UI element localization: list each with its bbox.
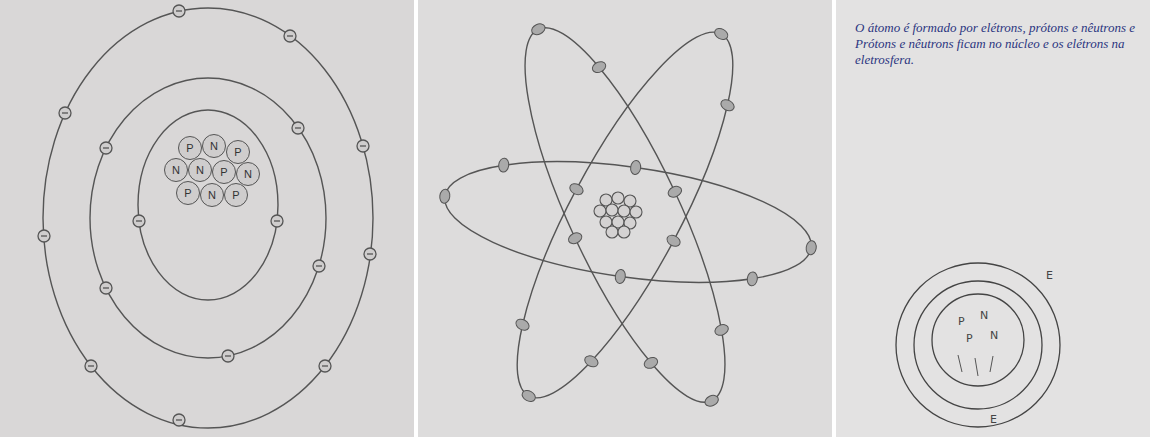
nucleon-circle: P (176, 181, 200, 205)
nucleon-circle: P (212, 160, 236, 184)
nucleon-letter: P (234, 147, 241, 158)
orbit-ellipses (431, 0, 825, 432)
nucleon-letter: P (186, 143, 193, 154)
nucleon-letter: N (210, 141, 218, 152)
nucleon-letter: P (220, 167, 227, 178)
nucleon-circle: N (236, 162, 260, 186)
proton-letter: P (966, 333, 973, 344)
orbit-rings (896, 263, 1060, 427)
nucleon-circle: N (188, 158, 212, 182)
nucleon-letter: N (196, 165, 204, 176)
nucleon-circle: P (178, 136, 202, 160)
nucleon-letter: P (232, 190, 239, 201)
nucleon-circle: N (202, 134, 226, 158)
paper-panel (836, 0, 1150, 437)
nucleon-letter: P (184, 188, 191, 199)
nucleon-letter: N (244, 169, 252, 180)
electron-letter: E (1046, 270, 1053, 281)
handwritten-note: O átomo é formado por elétrons, prótons … (855, 20, 1140, 68)
electron-letter: E (990, 414, 997, 425)
nucleon-circle: N (164, 158, 188, 182)
nucleon-circle: N (200, 183, 224, 207)
neutron-letter: N (980, 310, 988, 321)
neutron-letter: N (990, 330, 998, 341)
nucleon-letter: N (208, 190, 216, 201)
nucleus-strokes (958, 355, 993, 376)
electron-symbols (38, 5, 376, 426)
nucleon-circle: P (224, 183, 248, 207)
orbit-rings (43, 8, 373, 428)
paper-panel (0, 0, 414, 437)
nucleus-cluster (594, 192, 642, 238)
paper-panel (418, 0, 832, 437)
proton-letter: P (958, 316, 965, 327)
nucleon-letter: N (172, 165, 180, 176)
